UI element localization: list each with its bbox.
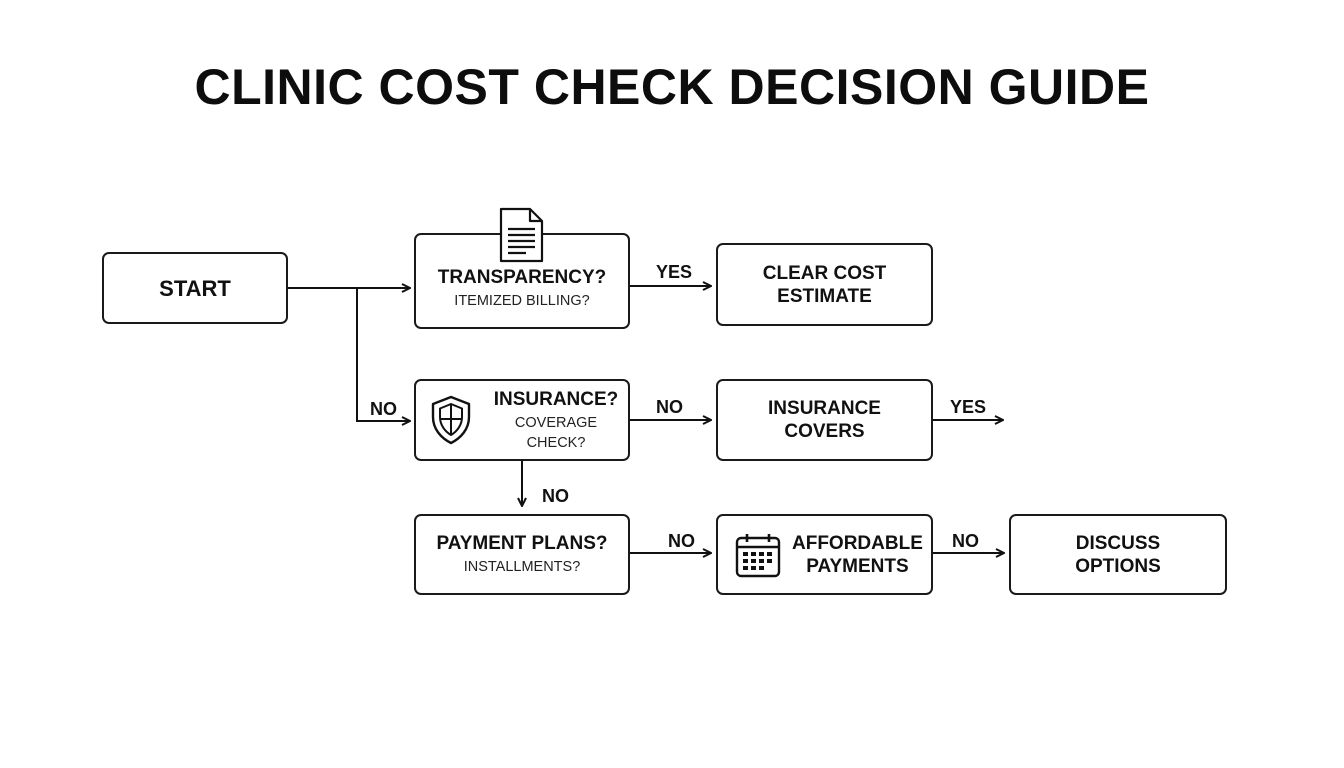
node-insurance-sub: COVERAGE CHECK? — [514, 414, 598, 451]
node-transparency-label: TRANSPARENCY? — [437, 266, 607, 288]
node-insurance-covers-line2: COVERS — [784, 421, 865, 442]
document-icon — [499, 207, 544, 263]
edge-label-affordable-no: NO — [952, 531, 979, 551]
node-insurance-covers-line1: INSURANCE — [768, 398, 881, 419]
node-affordable-line1: AFFORDABLE — [792, 532, 923, 554]
node-payment-plans-label: PAYMENT PLANS? — [436, 533, 608, 554]
node-payment-plans-sub: INSTALLMENTS? — [463, 559, 581, 575]
edge-label-start-no: NO — [370, 399, 397, 419]
edge-label-insurance-no: NO — [656, 397, 683, 417]
node-payment-plans: PAYMENT PLANS? INSTALLMENTS? — [414, 514, 630, 595]
node-insurance-covers: INSURANCE COVERS — [716, 379, 933, 461]
edge-label-insurance-down-no: NO — [542, 486, 569, 506]
node-discuss-line1: DISCUSS — [1075, 532, 1161, 554]
node-clear-cost-line1: CLEAR COST — [762, 262, 887, 284]
node-clear-cost-line2: ESTIMATE — [777, 285, 872, 307]
node-insurance: INSURANCE? COVERAGE CHECK? — [414, 379, 630, 461]
edge-label-transparency-yes: YES — [656, 262, 693, 282]
node-insurance-label: INSURANCE? — [493, 388, 619, 410]
node-transparency-sub: ITEMIZED BILLING? — [454, 292, 590, 309]
edge-label-covers-yes: YES — [950, 397, 987, 417]
node-affordable-line2: PAYMENTS — [806, 555, 909, 577]
node-discuss-options: DISCUSS OPTIONS — [1009, 514, 1227, 595]
node-discuss-line2: OPTIONS — [1075, 555, 1161, 577]
calendar-icon — [735, 534, 781, 578]
node-start: START — [102, 252, 288, 324]
node-transparency: TRANSPARENCY? ITEMIZED BILLING? — [414, 233, 630, 329]
edge-start-insurance — [356, 288, 410, 421]
shield-icon — [431, 395, 471, 445]
edge-label-payment-no: NO — [668, 531, 695, 551]
node-start-label: START — [159, 275, 231, 301]
page-title: CLINIC COST CHECK DECISION GUIDE — [194, 59, 1150, 115]
node-clear-cost: CLEAR COST ESTIMATE — [716, 243, 933, 326]
